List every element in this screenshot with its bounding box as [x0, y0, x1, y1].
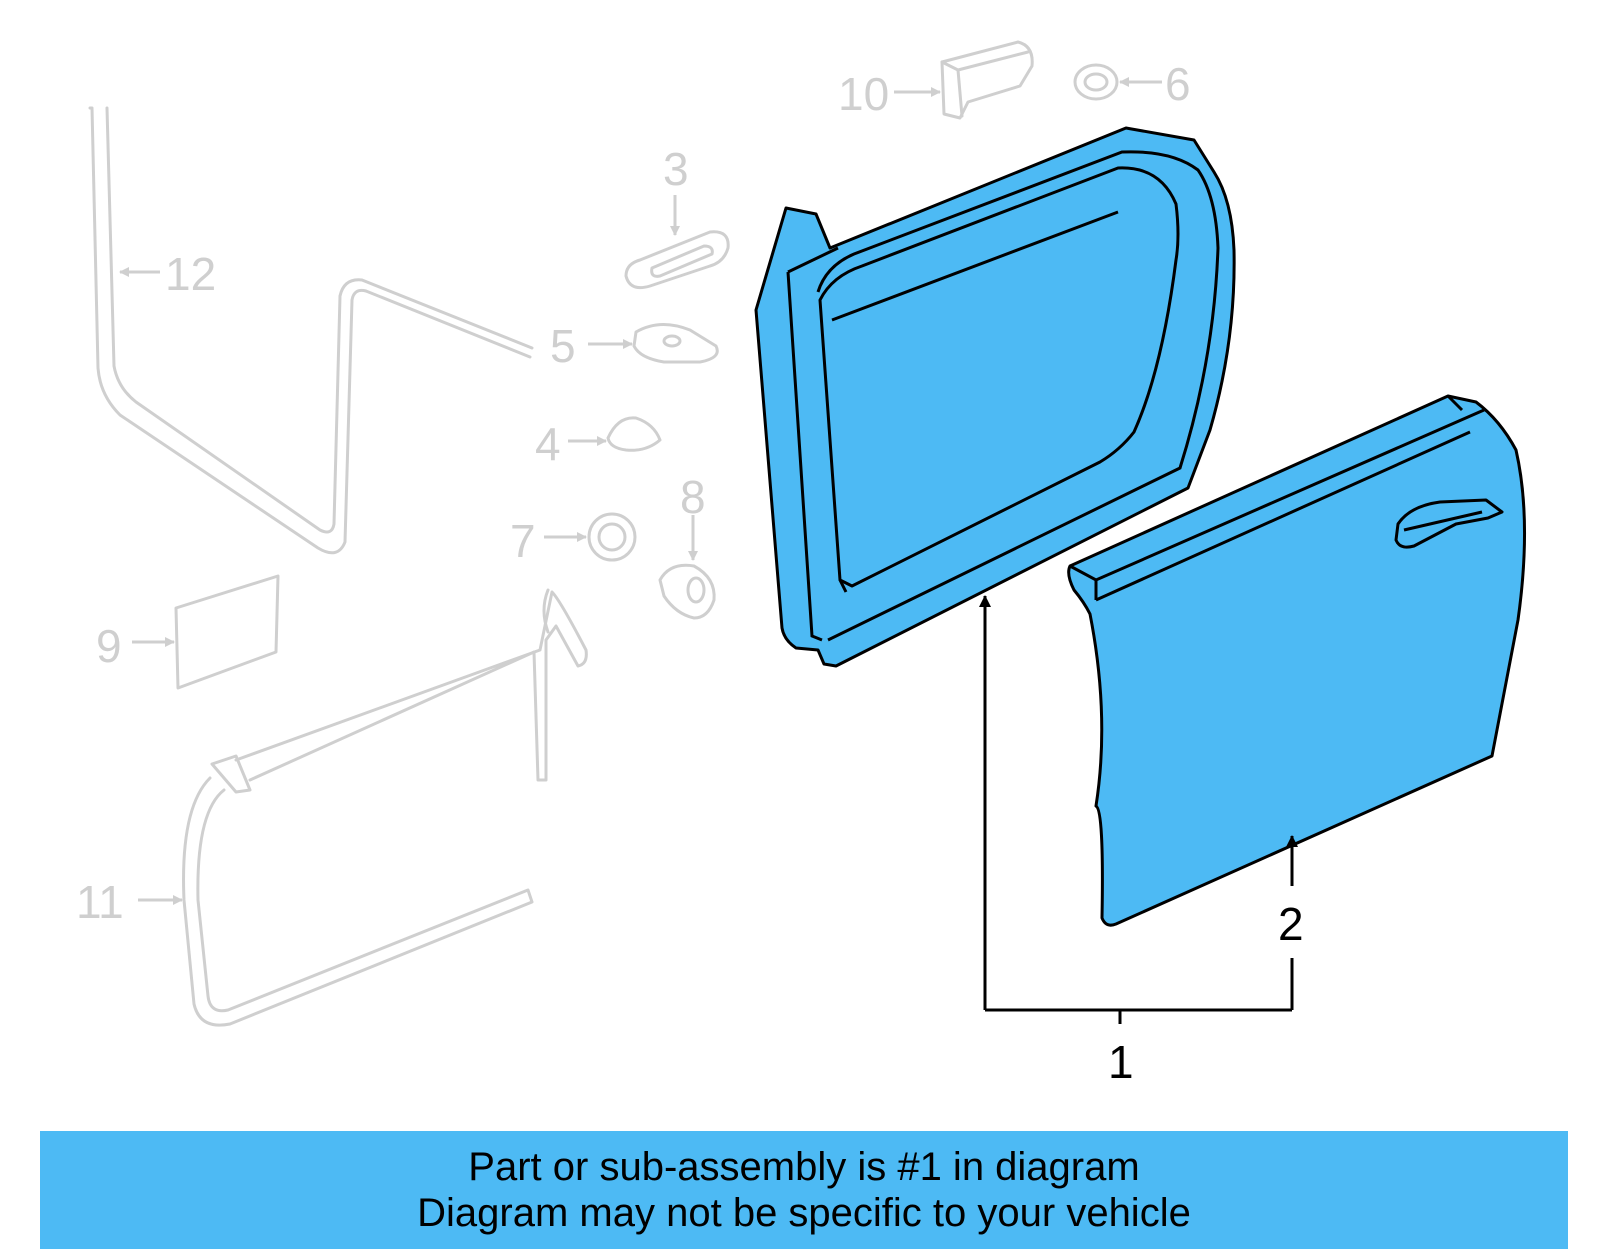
callout-5-label: 5: [550, 320, 576, 372]
callout-4-label: 4: [535, 418, 561, 470]
callout-2-label: 2: [1278, 898, 1304, 950]
part-4-bumper: [606, 416, 662, 452]
parts-diagram: 12 3 5 4 7 8 6 10: [76, 40, 1526, 1088]
part-11-weatherstrip: [182, 588, 588, 1027]
part-12-weatherstrip: [88, 106, 534, 555]
callout-9-label: 9: [96, 620, 122, 672]
part-7-grommet: [587, 512, 637, 562]
part-3-plug: [624, 230, 730, 290]
callout-7-label: 7: [510, 515, 536, 567]
part-2-door-skin: [1067, 394, 1526, 927]
part-5-grommet: [632, 323, 719, 364]
callout-10-label: 10: [838, 68, 889, 120]
callout-6-label: 6: [1165, 58, 1191, 110]
part-1-door-frame: [754, 126, 1236, 668]
callout-8-label: 8: [680, 471, 706, 523]
callout-1-label: 1: [1108, 1036, 1134, 1088]
callout-3-label: 3: [663, 143, 689, 195]
callout-12-label: 12: [165, 248, 216, 300]
callout-11-label: 11: [76, 876, 124, 928]
callout-1-leader: [979, 595, 1294, 1024]
part-6-grommet: [1073, 63, 1119, 101]
banner-line-1: Part or sub-assembly is #1 in diagram: [468, 1145, 1140, 1189]
part-8-bushing: [658, 563, 716, 620]
banner-line-2: Diagram may not be specific to your vehi…: [417, 1191, 1191, 1235]
part-10-bracket: [940, 40, 1034, 120]
part-9-sheet: [174, 574, 280, 690]
info-banner: Part or sub-assembly is #1 in diagram Di…: [40, 1131, 1568, 1249]
